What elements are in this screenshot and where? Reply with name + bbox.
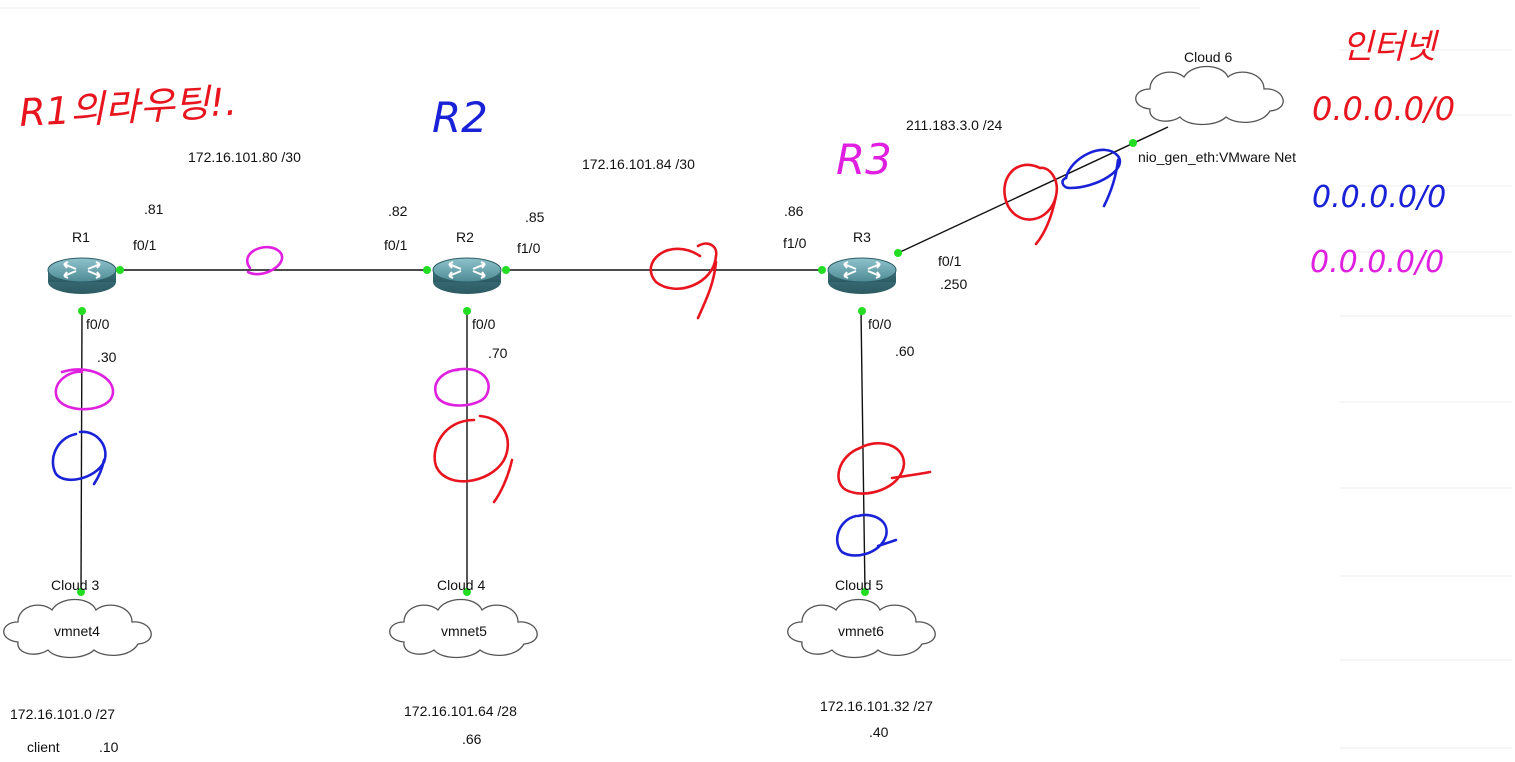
mark-blue-x-r3cloud	[1061, 148, 1122, 208]
port-dot	[463, 307, 471, 315]
cloud-6-name: Cloud 6	[1184, 49, 1232, 65]
host-lan1-client: client	[27, 739, 60, 755]
host-r1-30: .30	[97, 349, 117, 365]
mark-red-x-r2r3	[649, 242, 718, 320]
cloud-4-inner: vmnet5	[441, 623, 487, 639]
links	[80, 126, 1169, 593]
port-dot	[861, 588, 869, 596]
background-guides	[0, 7, 1512, 749]
handwritten-r3-title: R3	[836, 135, 892, 184]
cloud-3-name: Cloud 3	[51, 577, 99, 593]
port-dot	[463, 588, 471, 596]
cloud-5[interactable]	[787, 598, 936, 659]
cloud-4[interactable]	[389, 598, 538, 659]
host-r2-70: .70	[488, 345, 508, 361]
port-dot	[818, 266, 826, 274]
port-dot	[502, 266, 510, 274]
port-r1-f00: f0/0	[86, 316, 110, 332]
port-r1-f01: f0/1	[133, 237, 157, 253]
router-r3[interactable]	[827, 257, 897, 294]
mark-red-o-r2	[433, 414, 514, 504]
network-r3-ext: 211.183.3.0 /24	[906, 117, 1002, 133]
cloud-6-port: nio_gen_eth:VMware Net	[1138, 149, 1296, 165]
port-dot	[423, 266, 431, 274]
mark-magenta-o-r1r2	[246, 245, 284, 276]
port-dot	[894, 249, 902, 257]
mark-magenta-o-r1	[54, 368, 115, 411]
router-r1-name: R1	[72, 229, 90, 245]
port-r3-f10: f1/0	[783, 235, 807, 251]
port-dots	[77, 139, 1137, 596]
port-r3-f01: f0/1	[938, 253, 962, 269]
router-arrows-icon	[63, 261, 101, 279]
router-arrows-icon	[843, 261, 881, 279]
handwritten-r2-title: R2	[432, 93, 488, 142]
handwritten-legend-title: 인터넷	[1342, 27, 1440, 67]
cloud-icon	[1135, 65, 1284, 126]
cloud-icon	[389, 598, 538, 659]
mark-blue-o-r1	[51, 430, 107, 486]
host-r3-60: .60	[895, 343, 915, 359]
port-dot	[77, 588, 85, 596]
mark-blue-o-r3	[835, 513, 898, 557]
port-dot	[858, 307, 866, 315]
router-r2[interactable]	[432, 257, 502, 294]
port-dot	[1129, 139, 1137, 147]
port-dot	[116, 266, 124, 274]
network-r2-r3: 172.16.101.84 /30	[582, 156, 695, 172]
cloud-icon	[3, 598, 152, 659]
host-r3-250: .250	[940, 276, 967, 292]
router-r1[interactable]	[47, 257, 117, 294]
network-lan2: 172.16.101.64 /28	[404, 703, 517, 719]
link-r1-cloud3	[80, 310, 83, 593]
port-r2-f01: f0/1	[384, 237, 408, 253]
network-lan3: 172.16.101.32 /27	[820, 698, 933, 714]
handwritten-r1-title: R1의라우팅!.	[18, 80, 238, 135]
network-r1-r2: 172.16.101.80 /30	[188, 149, 301, 165]
host-lan2-66: .66	[462, 731, 482, 747]
mark-magenta-o-r2	[434, 367, 490, 407]
handwritten-marks	[51, 148, 1122, 557]
host-lan3-40: .40	[869, 724, 889, 740]
router-r3-name: R3	[853, 229, 871, 245]
host-r1-81: .81	[144, 201, 164, 217]
cloud-3[interactable]	[3, 598, 152, 659]
mark-red-x-r3cloud	[1003, 163, 1059, 246]
handwritten-legend-magenta: 0.0.0.0/0	[1310, 245, 1444, 280]
host-r2-85: .85	[525, 209, 545, 225]
cloud-3-inner: vmnet4	[54, 623, 100, 639]
router-arrows-icon	[448, 261, 486, 279]
host-r2-82: .82	[388, 203, 408, 219]
port-r2-f00: f0/0	[472, 316, 496, 332]
handwritten-legend-red: 0.0.0.0/0	[1312, 90, 1455, 128]
cloud-4-name: Cloud 4	[437, 577, 485, 593]
cloud-5-inner: vmnet6	[838, 623, 884, 639]
handwritten-legend-blue: 0.0.0.0/0	[1312, 180, 1446, 215]
cloud-icon	[787, 598, 936, 659]
host-lan1-10: .10	[99, 739, 119, 755]
cloud-6[interactable]	[1135, 65, 1284, 126]
port-r2-f10: f1/0	[517, 240, 541, 256]
network-lan1: 172.16.101.0 /27	[10, 706, 115, 722]
link-r3-cloud5	[860, 310, 866, 593]
port-r3-f00: f0/0	[868, 316, 892, 332]
router-r2-name: R2	[456, 229, 474, 245]
link-r3-cloud6	[897, 126, 1169, 254]
port-dot	[78, 307, 86, 315]
host-r3-86: .86	[784, 203, 804, 219]
mark-red-o-r3	[837, 441, 932, 495]
cloud-5-name: Cloud 5	[835, 577, 883, 593]
